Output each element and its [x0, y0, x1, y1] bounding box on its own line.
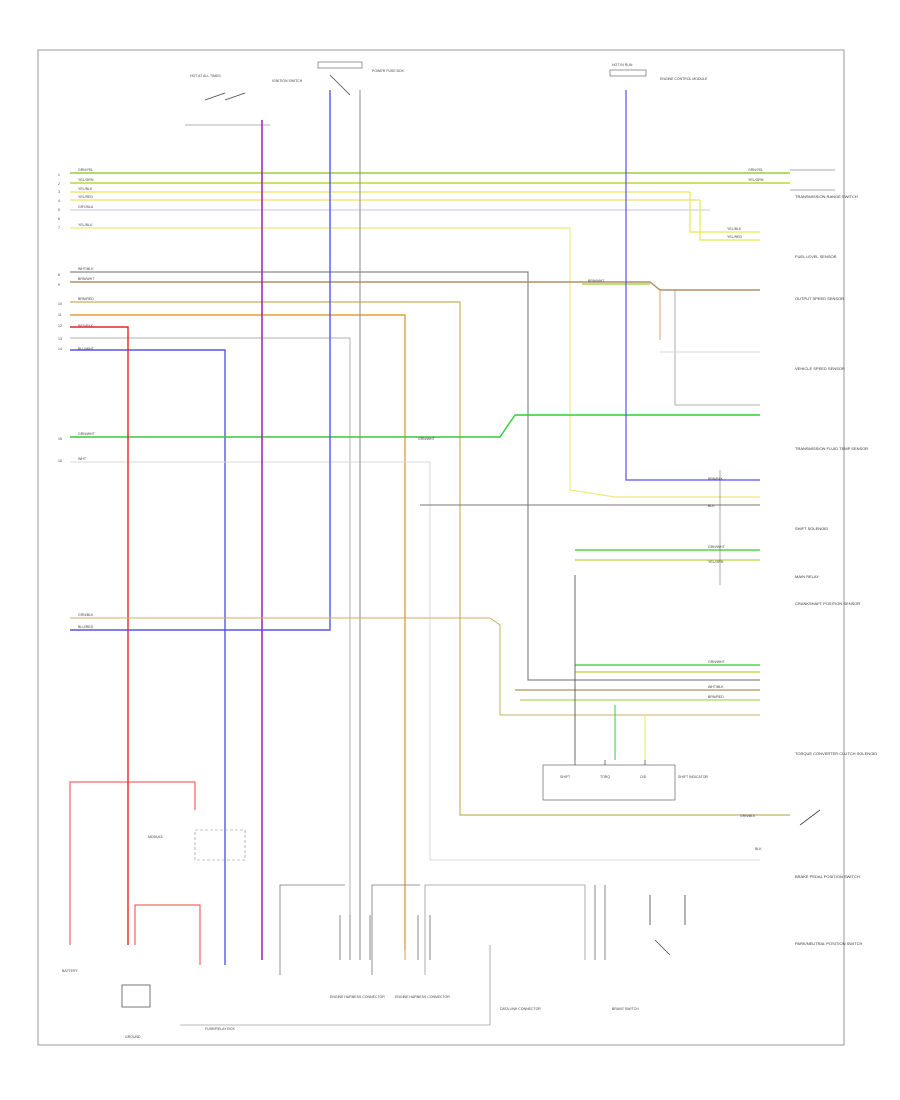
wire-label-13: BLU/RED	[78, 625, 94, 629]
pin-12: 12	[58, 324, 62, 328]
right-switches	[649, 169, 835, 956]
green-wire	[70, 414, 760, 438]
right-components: TRANSMISSION RANGE SWITCH FUEL LEVEL SEN…	[795, 194, 877, 946]
tcc-solenoid-label: TORQUE CONVERTER CLUTCH SOLENOID	[795, 751, 877, 756]
wire-bundle-mid	[70, 271, 790, 965]
module-label: MODULE	[148, 835, 164, 839]
park-neutral-label: PARK/NEUTRAL POSITION SWITCH	[795, 941, 862, 946]
wire-label-8: BRN/WHT	[78, 277, 95, 281]
wire-label-14: GRN/BLK	[78, 613, 94, 617]
crank-sensor-label: CRANKSHAFT POSITION SENSOR	[795, 601, 860, 606]
hot-in-run-group: HOT IN RUN ENGINE CONTROL MODULE	[609, 63, 708, 81]
wire-label-7: WHT/BLK	[78, 267, 94, 271]
pin-3: 3	[58, 190, 60, 194]
white-wire	[70, 461, 760, 861]
wire-label-2r: YEL/GRN	[748, 178, 764, 182]
wire-label-14r: GRN/BLK	[740, 814, 756, 818]
shift-panel-shift: SHIFT	[560, 775, 571, 779]
wire-label-10: BLU/WHT	[78, 347, 95, 351]
left-connector-numbers: 1 2 3 4 5 6 7 8 9 10 11 12 13 14 15 16	[58, 173, 62, 463]
wire-label-9r: BRN/RED	[708, 695, 724, 699]
power-fuse-label: POWER FUSE BOX	[372, 69, 405, 73]
wire-label-7r: WHT/BLK	[708, 685, 724, 689]
pin-8: 8	[58, 273, 60, 277]
pin-10: 10	[58, 302, 62, 306]
pin-1: 1	[58, 173, 60, 177]
data-link-label: DATA LINK CONNECTOR	[500, 1007, 541, 1011]
pin-16: 16	[58, 459, 62, 463]
shift-panel-torq: TORQ	[600, 775, 610, 779]
wire-label-4r: YEL/RED	[727, 235, 742, 239]
vehicle-speed-sensor-label: VEHICLE SPEED SENSOR	[795, 366, 845, 371]
wire-label-12: GRN/WHT	[78, 432, 96, 436]
pin-5: 5	[58, 208, 60, 212]
brake-switch-label: BRAKE PEDAL POSITION SWITCH	[795, 874, 860, 879]
red-wire	[69, 326, 201, 965]
ignition-switch-label: IGNITION SWITCH	[272, 79, 303, 83]
ignition-switch-group: HOT AT ALL TIMES IGNITION SWITCH	[185, 74, 303, 126]
fluid-temp-sensor-label: TRANSMISSION FLUID TEMP SENSOR	[795, 446, 868, 451]
pin-15: 15	[58, 437, 62, 441]
diagram-frame	[37, 49, 845, 1046]
pin-6: 6	[58, 217, 60, 221]
battery-box	[121, 984, 151, 1008]
wire-label-15: WHT	[78, 457, 87, 461]
wire-label-12b: GRN/WHT	[418, 437, 436, 441]
shift-panel-od: O/D	[640, 775, 647, 779]
wire-label-4: YEL/RED	[78, 195, 93, 199]
shift-indicator-panel: SHIFT TORQ O/D SHIFT INDICATOR	[542, 760, 708, 801]
wire-label-5: GRY/BLU	[78, 205, 94, 209]
wire-label-3: YEL/BLK	[78, 187, 93, 191]
pin-7: 7	[58, 226, 60, 230]
trans-range-switch-label: TRANSMISSION RANGE SWITCH	[795, 194, 858, 199]
wire-label-12r: GRN/WHT	[708, 545, 726, 549]
module-box	[194, 829, 246, 861]
output-speed-sensor-label: OUTPUT SPEED SENSOR	[795, 296, 844, 301]
blue-wire-top	[70, 90, 331, 631]
wire-label-2rr: YEL/GRN	[708, 560, 724, 564]
pin-2: 2	[58, 182, 60, 186]
pin-4: 4	[58, 199, 60, 203]
wire-label-9: BRN/RED	[78, 297, 94, 301]
pin-11: 11	[58, 313, 62, 317]
wire-bundle-top	[70, 172, 790, 498]
wire-label-16: BLK	[708, 504, 715, 508]
ground-label: GROUND	[125, 1035, 141, 1039]
wire-label-2: YEL/GRN	[78, 178, 94, 182]
wire-label-1: GRN/YEL	[78, 168, 93, 172]
blue-wire-right	[625, 90, 760, 481]
ecm-right-label: ENGINE CONTROL MODULE	[660, 77, 708, 81]
shift-panel-label: SHIFT INDICATOR	[678, 775, 708, 779]
wire-label-6: YEL/BLU	[78, 223, 93, 227]
engine-connector-a-label: ENGINE HARNESS CONNECTOR	[330, 995, 385, 999]
brake-switch-bottom-label: BRAKE SWITCH	[612, 1007, 639, 1011]
wire-label-1r: GRN/YEL	[748, 168, 763, 172]
shift-solenoid-label: SHIFT SOLENOID	[795, 526, 828, 531]
main-relay-label: MAIN RELAY	[795, 574, 819, 579]
engine-connector-b-label: ENGINE HARNESS CONNECTOR	[395, 995, 450, 999]
wire-label-11: RED/BLK	[78, 324, 94, 328]
pin-13: 13	[58, 337, 62, 341]
wire-label-3r: YEL/BLK	[727, 227, 742, 231]
wire-label-12rr: GRN/WHT	[708, 660, 726, 664]
wire-label-17: BRN/BLK	[708, 477, 724, 481]
hot-in-run-label: HOT IN RUN	[612, 63, 633, 67]
fuse-box-label: FUSE/RELAY BOX	[205, 1027, 235, 1031]
hot-at-all-times-label: HOT AT ALL TIMES	[190, 74, 221, 78]
pin-9: 9	[58, 283, 60, 287]
wire-label-16r: BLK	[755, 847, 762, 851]
battery-label: BATTERY	[62, 969, 78, 973]
right-harness	[420, 470, 760, 760]
power-fuse-group: POWER FUSE BOX	[317, 61, 405, 96]
wire-label-8b: BRN/WHT	[588, 279, 605, 283]
pin-14: 14	[58, 347, 62, 351]
tan-wire	[70, 617, 760, 716]
bottom-components: BATTERY GROUND MODULE FUSE/RELAY BOX ENG…	[62, 829, 639, 1039]
fuel-level-sensor-label: FUEL LEVEL SENSOR	[795, 254, 837, 259]
